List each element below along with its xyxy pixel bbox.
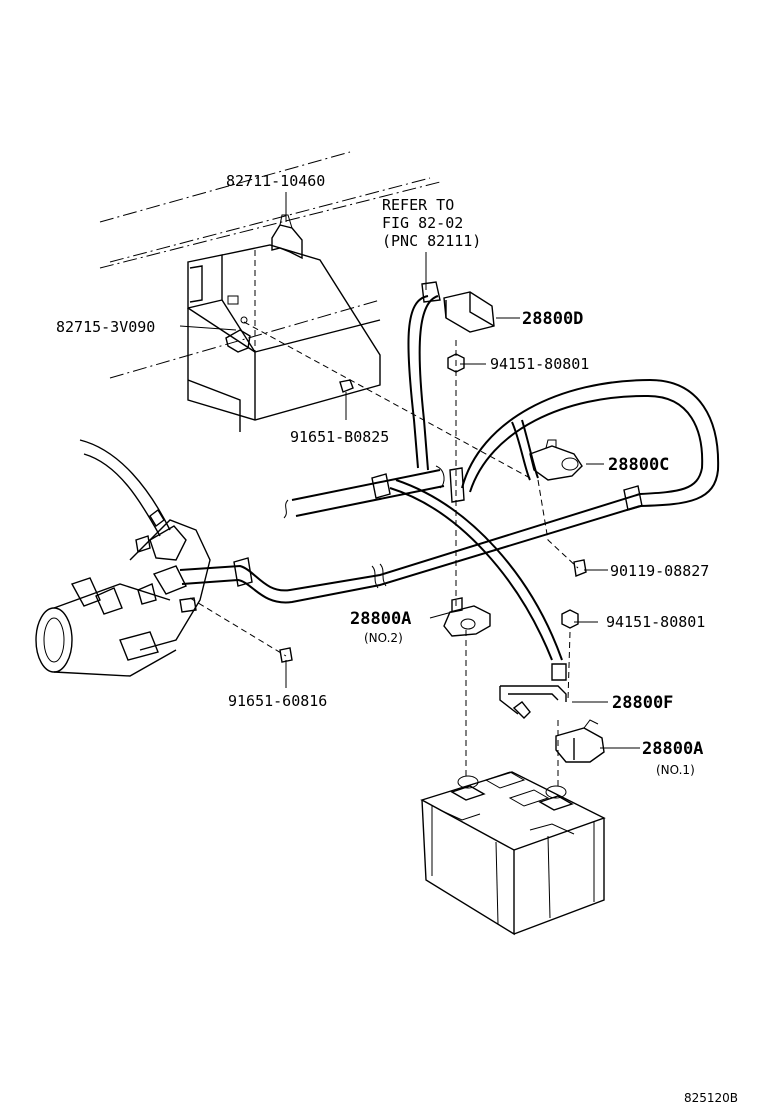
bolt-90119	[573, 559, 587, 577]
label-refer-to: REFER TO	[382, 196, 454, 214]
figure-code: 825120B	[684, 1091, 738, 1105]
battery-cables	[179, 295, 720, 661]
nut-94151-upper	[447, 353, 465, 373]
nut-94151-lower	[561, 609, 579, 629]
terminal-28800c	[529, 439, 583, 481]
label-90119-08827: 90119-08827	[610, 562, 709, 580]
relay-box-assembly	[187, 214, 381, 432]
label-refer-fig: FIG 82-02	[382, 214, 463, 232]
label-28800a-no1: 28800A	[642, 739, 703, 759]
label-94151-80801-upper: 94151-80801	[490, 355, 589, 373]
alignment-lines	[189, 321, 579, 790]
body-reference-lines	[99, 151, 441, 379]
label-28800a-no1-sub: (NO.1)	[656, 763, 695, 777]
label-28800a-no2-sub: (NO.2)	[364, 631, 403, 645]
label-91651-b0825: 91651-B0825	[290, 428, 389, 446]
label-28800f: 28800F	[612, 693, 673, 713]
label-82715-3v090: 82715-3V090	[56, 318, 155, 336]
callout-labels: 82711-10460 82715-3V090 91651-B0825 REFE…	[56, 172, 709, 777]
label-28800d: 28800D	[522, 309, 583, 329]
label-82711-10460: 82711-10460	[226, 172, 325, 190]
label-refer-pnc: (PNC 82111)	[382, 232, 481, 250]
starter-motor	[35, 439, 293, 677]
label-28800c: 28800C	[608, 455, 669, 475]
label-91651-60816: 91651-60816	[228, 692, 327, 710]
terminal-28800a-no1	[555, 719, 605, 763]
label-28800a-no2: 28800A	[350, 609, 411, 629]
battery	[420, 771, 606, 936]
label-94151-80801-lower: 94151-80801	[606, 613, 705, 631]
terminal-28800a-no2	[443, 597, 491, 637]
cable-28800f	[499, 663, 567, 719]
connector-28800d	[421, 281, 495, 333]
